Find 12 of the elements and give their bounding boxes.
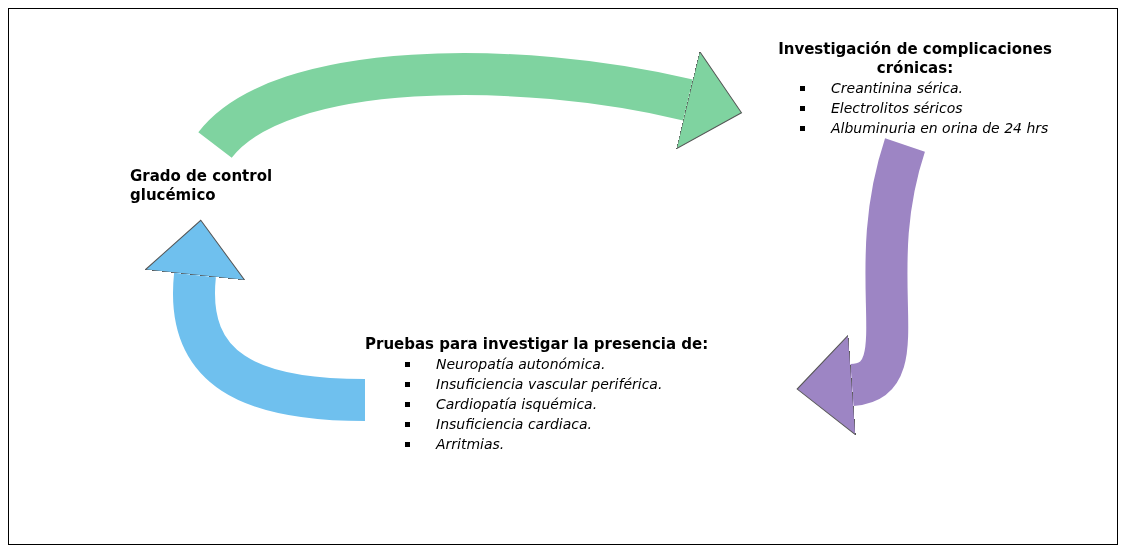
node-heading: Investigación de complicaciones crónicas:: [777, 40, 1053, 78]
list-item: Albuminuria en orina de 24 hrs: [831, 119, 1049, 138]
list-item: Insuficiencia vascular periférica.: [436, 375, 663, 394]
list-item: Electrolitos séricos: [831, 99, 963, 118]
curved-block-arrow: [797, 139, 926, 435]
list-item: Insuficiencia cardiaca.: [436, 415, 593, 434]
node-heading: Grado de control glucémico: [130, 166, 274, 205]
node-heading: Pruebas para investigar la presencia de:: [365, 335, 710, 354]
list-item: Creantinina sérica.: [831, 79, 963, 98]
list-item: Arritmias.: [436, 435, 505, 454]
list-item: Cardiopatía isquémica.: [436, 395, 598, 414]
list-item: Neuropatía autonómica.: [436, 355, 606, 374]
